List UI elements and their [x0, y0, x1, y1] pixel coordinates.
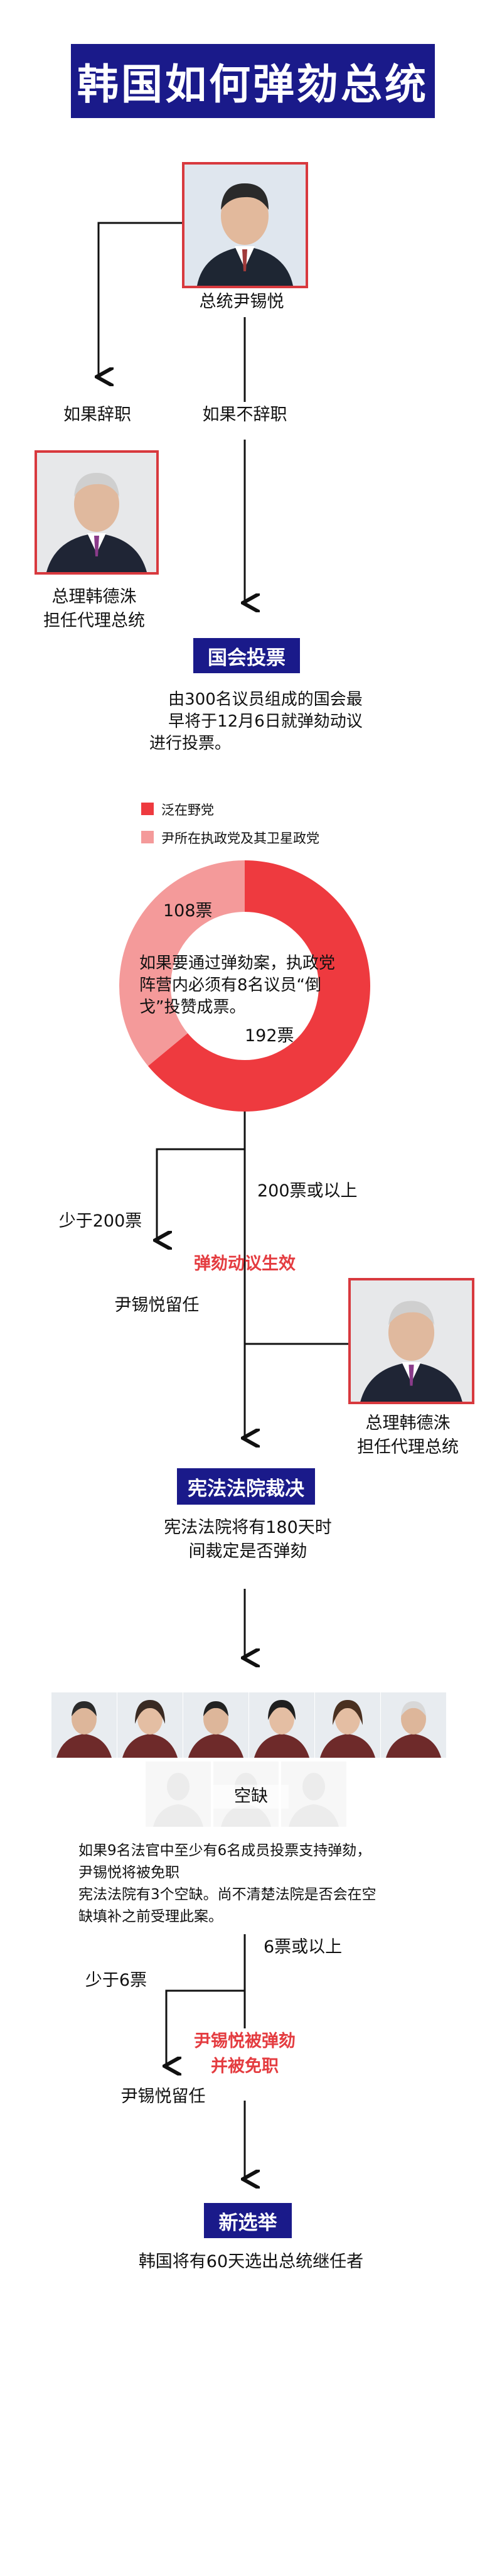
legend-swatch-ruling [141, 831, 154, 843]
judge-portrait [51, 1692, 117, 1758]
person-portrait-icon [184, 165, 306, 286]
donut-label-192: 192票 [245, 1026, 294, 1046]
branch-resign-label: 如果辞职 [63, 405, 131, 425]
judge-portrait [381, 1692, 446, 1758]
step-constitutional-court: 宪法法院裁决 [177, 1468, 315, 1505]
step1-desc-1: 由300名议员组成的国会最 [168, 690, 363, 709]
vacant-seat-icon [281, 1762, 346, 1827]
president-photo [182, 162, 308, 288]
person-portrait-icon [315, 1692, 380, 1758]
court-para-3: 宪法法院有3个空缺。尚不清楚法院是否会在空 [78, 1886, 376, 1903]
acting-pm2-caption-2: 担任代理总统 [357, 1437, 459, 1457]
acting-pm-photo-2 [348, 1278, 474, 1404]
donut-center-1: 如果要通过弹劾案，执政党 [139, 954, 336, 973]
person-portrait-icon [51, 1692, 117, 1758]
person-portrait-icon [183, 1692, 248, 1758]
branch3-stay-label: 尹锡悦留任 [120, 2087, 206, 2106]
branch2-more-label: 200票或以上 [257, 1181, 358, 1201]
person-portrait-icon [351, 1280, 472, 1402]
outcome-removed-2: 并被免职 [211, 2057, 279, 2076]
donut-label-108: 108票 [163, 901, 213, 921]
step2-desc-1: 宪法法院将有180天时 [164, 1518, 332, 1537]
court-para-2: 尹锡悦将被免职 [78, 1864, 179, 1881]
step1-desc-2: 早将于12月6日就弹劾动议 [168, 712, 363, 731]
judge-portrait [315, 1692, 380, 1758]
branch-not-resign-label: 如果不辞职 [202, 405, 287, 425]
person-portrait-icon [117, 1692, 183, 1758]
acting-pm-caption-1: 总理韩德洙 [51, 587, 137, 607]
acting-pm2-caption-1: 总理韩德洙 [365, 1414, 451, 1433]
step-parliament-vote: 国会投票 [193, 638, 300, 673]
legend-label-ruling: 尹所在执政党及其卫星政党 [161, 831, 319, 846]
outcome-removed-1: 尹锡悦被弹劾 [194, 2032, 296, 2051]
branch2-less-label: 少于200票 [58, 1211, 142, 1231]
donut-center-3: 戈”投赞成票。 [139, 998, 246, 1017]
person-portrait-icon [381, 1692, 446, 1758]
branch3-less-label: 少于6票 [85, 1971, 147, 1990]
page-title: 韩国如何弹劾总统 [71, 44, 435, 118]
person-portrait-icon [37, 453, 156, 572]
person-portrait-icon [249, 1692, 314, 1758]
vote-donut-chart [119, 860, 371, 1112]
donut-center-2: 阵营内必须有8名议员“倒 [139, 976, 322, 995]
judges-row [51, 1692, 447, 1760]
step3-desc: 韩国将有60天选出总统继任者 [138, 2252, 364, 2271]
acting-pm-caption-2: 担任代理总统 [43, 611, 145, 630]
judge-portrait [183, 1692, 248, 1758]
donut-slice-ruling [119, 860, 245, 1066]
judge-portrait [249, 1692, 314, 1758]
court-para-4: 缺填补之前受理此案。 [78, 1908, 223, 1925]
step-new-election: 新选举 [204, 2203, 292, 2238]
branch3-more-label: 6票或以上 [264, 1937, 343, 1957]
vacant-seat-icon [146, 1762, 211, 1827]
impeachment-effective-label: 弹劾动议生效 [194, 1254, 296, 1274]
legend-label-opposition: 泛在野党 [161, 803, 214, 818]
donut-slice-opposition [147, 860, 371, 1112]
president-caption: 总统尹锡悦 [199, 292, 284, 311]
legend-swatch-opposition [141, 803, 154, 815]
court-para-1: 如果9名法官中至少有6名成员投票支持弹劾， [78, 1843, 371, 1859]
judge-portrait [117, 1692, 183, 1758]
branch2-stay-label: 尹锡悦留任 [114, 1296, 200, 1315]
step1-desc-3: 进行投票。 [149, 734, 231, 753]
acting-pm-photo [35, 450, 159, 575]
step2-desc-2: 间裁定是否弹劾 [188, 1542, 307, 1561]
vacant-label: 空缺 [213, 1785, 289, 1809]
